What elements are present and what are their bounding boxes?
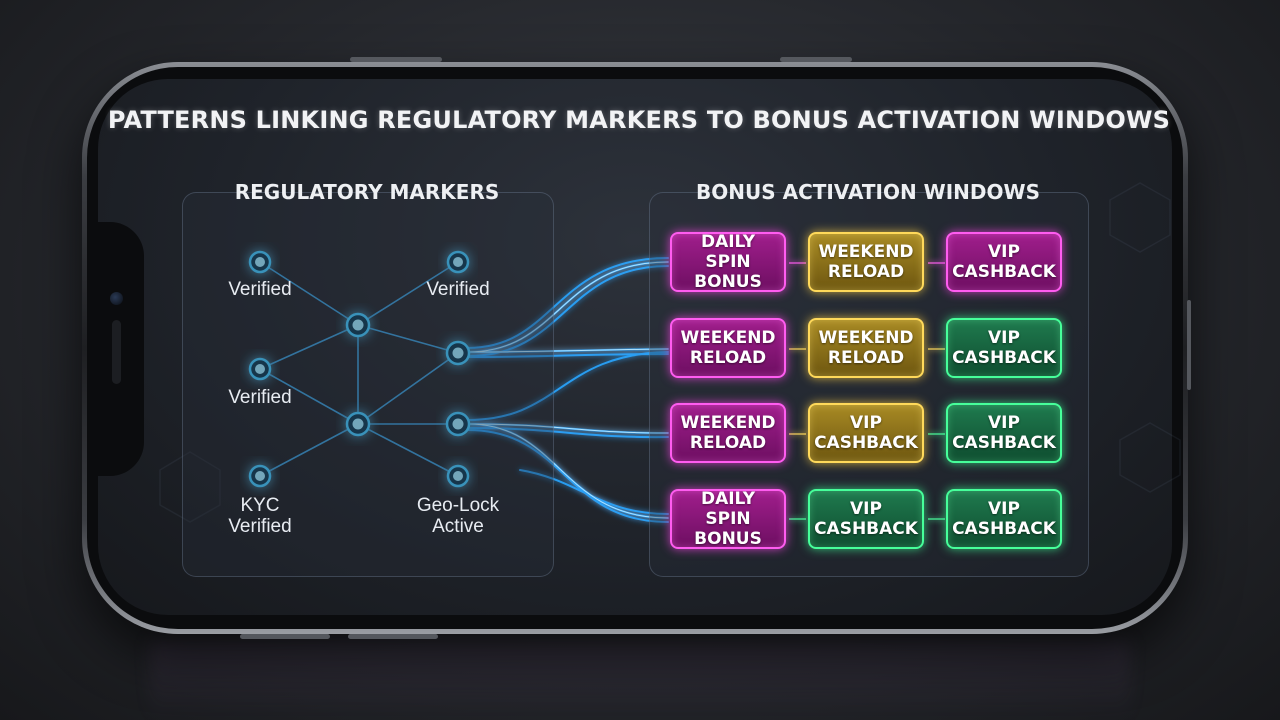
node-mid-left <box>248 357 272 381</box>
label-kyc-verified: KYC Verified <box>200 495 320 537</box>
cell-connectors <box>789 262 945 520</box>
bonus-cell-line1: VIP <box>850 499 882 519</box>
bottom-button-mid <box>348 634 438 639</box>
bonus-cell-line2: RELOAD <box>689 433 767 453</box>
node-hub-upper <box>345 312 371 338</box>
floor-reflection <box>150 640 1130 720</box>
camera-icon <box>110 292 123 305</box>
phone-notch <box>98 222 144 476</box>
bonus-cell-line1: DAILY SPIN <box>700 232 756 272</box>
bonus-cell-line1: VIP <box>988 242 1020 262</box>
label-geo-lock-active: Geo-Lock Active <box>398 495 518 537</box>
bonus-cell-line2: RELOAD <box>689 348 767 368</box>
bonus-cell-line2: BONUS <box>694 272 762 292</box>
bonus-cell-line1: DAILY SPIN <box>700 489 756 529</box>
bonus-cell-line2: CASHBACK <box>814 519 918 539</box>
node-kyc <box>248 464 272 488</box>
network-edges <box>259 261 459 477</box>
label-verified-mid-left: Verified <box>228 387 292 408</box>
bonus-cell-line2: CASHBACK <box>952 519 1056 539</box>
label-geo-line2: Active <box>432 516 484 537</box>
node-geo-lock <box>446 464 470 488</box>
node-right-upper <box>445 340 471 366</box>
network-nodes <box>248 250 471 488</box>
bonus-cell-line2: CASHBACK <box>814 433 918 453</box>
bonus-cell-line2: RELOAD <box>827 348 905 368</box>
bonus-cell-line2: CASHBACK <box>952 262 1056 282</box>
label-kyc-line2: Verified <box>228 516 292 537</box>
label-kyc-line1: KYC <box>240 495 280 516</box>
regulatory-markers-panel <box>182 192 554 577</box>
bonus-cell-line1: WEEKEND <box>818 242 914 262</box>
top-button-left <box>350 57 442 62</box>
bonus-cell-line1: WEEKEND <box>680 328 776 348</box>
bonus-cell-line1: WEEKEND <box>680 413 776 433</box>
label-verified-top-right: Verified <box>426 279 490 300</box>
node-top-left <box>248 250 272 274</box>
label-verified-top-left: Verified <box>228 279 292 300</box>
bottom-button-left <box>240 634 330 639</box>
label-geo-line1: Geo-Lock <box>416 495 500 516</box>
bonus-cell-line2: CASHBACK <box>952 348 1056 368</box>
bonus-cell-line2: CASHBACK <box>952 433 1056 453</box>
top-button-right <box>780 57 852 62</box>
bonus-cell-line1: VIP <box>850 413 882 433</box>
node-hub-lower <box>345 411 371 437</box>
side-button <box>1187 300 1191 390</box>
speaker-grille <box>112 320 121 384</box>
page-title: PATTERNS LINKING REGULATORY MARKERS TO B… <box>107 106 1171 134</box>
regulatory-markers-title: REGULATORY MARKERS <box>234 180 500 204</box>
node-top-right <box>446 250 470 274</box>
link-bundles <box>467 257 669 523</box>
node-right-lower <box>445 411 471 437</box>
bonus-windows-title: BONUS ACTIVATION WINDOWS <box>696 180 1040 204</box>
bonus-cell-line1: VIP <box>988 413 1020 433</box>
bonus-cell-line1: VIP <box>988 328 1020 348</box>
bonus-cell-line2: RELOAD <box>827 262 905 282</box>
bonus-cell-line1: VIP <box>988 499 1020 519</box>
bonus-cell-line1: WEEKEND <box>818 328 914 348</box>
bonus-cell-line2: BONUS <box>694 529 762 549</box>
